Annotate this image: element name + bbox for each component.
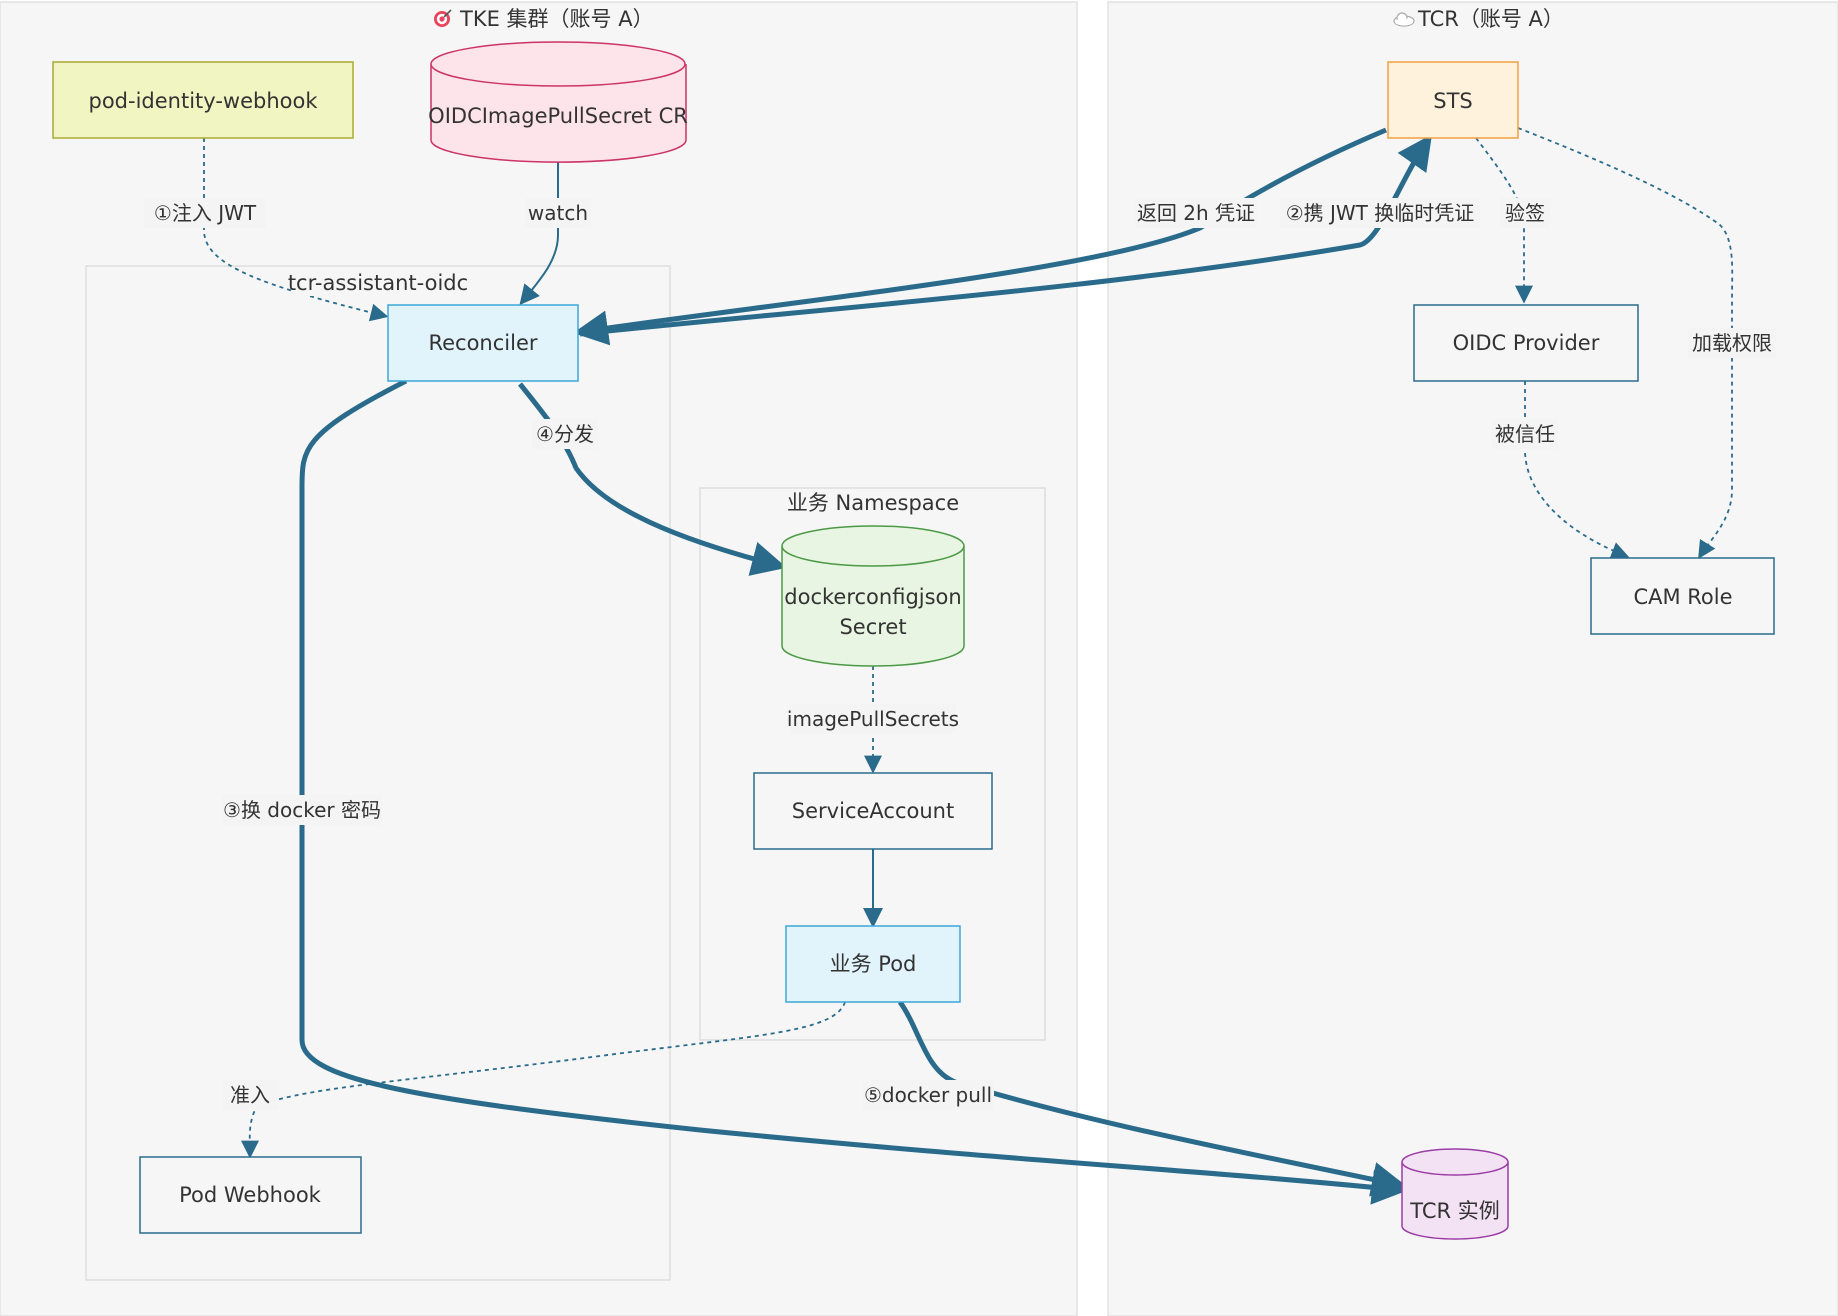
edge-label-exchange-docker-text: ③换 docker 密码 bbox=[223, 798, 381, 822]
cluster-tke-title: TKE 集群（账号 A） bbox=[459, 7, 654, 31]
edge-label-distribute-text: ④分发 bbox=[536, 422, 594, 446]
node-pod-webhook[interactable]: Pod Webhook bbox=[139, 1156, 362, 1234]
node-pod-webhook-label: Pod Webhook bbox=[179, 1183, 322, 1207]
edge-webhook-to-reconciler bbox=[203, 138, 389, 322]
edge-label-admission: 准入 bbox=[222, 1080, 278, 1110]
edge-label-load-perm-text: 加载权限 bbox=[1692, 331, 1772, 355]
edge-cr-to-reconciler bbox=[519, 162, 559, 306]
edge-label-inject-jwt-text: ①注入 JWT bbox=[154, 201, 257, 225]
cluster-oidc bbox=[85, 265, 671, 1281]
edge-label-watch: watch bbox=[525, 198, 591, 228]
edge-label-verify: 验签 bbox=[1500, 198, 1550, 228]
node-oidc-provider-label: OIDC Provider bbox=[1453, 331, 1600, 355]
edge-pod-to-tcr bbox=[897, 1000, 1407, 1197]
edge-label-docker-pull-text: ⑤docker pull bbox=[864, 1083, 992, 1107]
node-business-pod[interactable]: 业务 Pod bbox=[785, 925, 961, 1003]
edge-label-exchange-docker: ③换 docker 密码 bbox=[222, 795, 382, 825]
cloud-icon bbox=[1393, 12, 1415, 27]
edge-label-admission-text: 准入 bbox=[230, 1083, 270, 1107]
node-oidc-provider[interactable]: OIDC Provider bbox=[1413, 304, 1639, 382]
edge-pod-to-podwebhook bbox=[240, 1001, 846, 1159]
node-sts[interactable]: STS bbox=[1387, 61, 1519, 139]
cluster-namespace-title: 业务 Namespace bbox=[787, 491, 959, 515]
edge-label-trusted-text: 被信任 bbox=[1495, 422, 1555, 446]
node-secret-label-line1: dockerconfigjson bbox=[784, 585, 961, 609]
node-reconciler-label: Reconciler bbox=[428, 331, 537, 355]
edge-label-load-perm: 加载权限 bbox=[1688, 328, 1776, 358]
node-pod-identity-webhook-label: pod-identity-webhook bbox=[88, 89, 318, 113]
edge-sts-to-cam-role bbox=[1517, 127, 1734, 560]
node-secret-label-line2: Secret bbox=[839, 615, 906, 639]
node-reconciler[interactable]: Reconciler bbox=[387, 304, 579, 382]
edge-label-distribute: ④分发 bbox=[532, 419, 598, 449]
node-dockerconfigjson-secret[interactable]: dockerconfigjson Secret bbox=[781, 525, 965, 667]
edge-label-return-cred-text: 返回 2h 凭证 bbox=[1137, 201, 1255, 225]
edge-label-docker-pull: ⑤docker pull bbox=[862, 1080, 994, 1110]
cluster-oidc-title-group: tcr-assistant-oidc bbox=[288, 270, 468, 296]
edge-label-inject-jwt: ①注入 JWT bbox=[144, 198, 266, 228]
edge-label-exchange-jwt: ②携 JWT 换临时凭证 bbox=[1280, 198, 1480, 228]
edge-label-watch-text: watch bbox=[528, 201, 588, 225]
node-oidc-imagepullsecret-cr-label: OIDCImagePullSecret CR bbox=[428, 104, 688, 128]
node-serviceaccount-label: ServiceAccount bbox=[792, 799, 954, 823]
node-sts-label: STS bbox=[1433, 89, 1473, 113]
node-cam-role[interactable]: CAM Role bbox=[1590, 557, 1775, 635]
edge-label-image-pull-secrets-text: imagePullSecrets bbox=[787, 707, 959, 731]
target-icon bbox=[434, 9, 452, 27]
edge-sts-to-reconciler bbox=[573, 127, 1387, 346]
node-tcr-instance-label: TCR 实例 bbox=[1409, 1199, 1500, 1223]
edge-label-verify-text: 验签 bbox=[1505, 201, 1545, 225]
cluster-oidc-title: tcr-assistant-oidc bbox=[288, 271, 468, 295]
edge-oidc-provider-to-cam-role bbox=[1524, 381, 1630, 560]
node-pod-identity-webhook[interactable]: pod-identity-webhook bbox=[52, 61, 354, 139]
node-cam-role-label: CAM Role bbox=[1633, 585, 1732, 609]
node-tcr-instance[interactable]: TCR 实例 bbox=[1401, 1148, 1509, 1240]
edge-label-trusted: 被信任 bbox=[1492, 419, 1558, 449]
node-serviceaccount[interactable]: ServiceAccount bbox=[753, 772, 993, 850]
node-business-pod-label: 业务 Pod bbox=[830, 952, 917, 976]
edge-label-return-cred: 返回 2h 凭证 bbox=[1135, 198, 1257, 228]
edge-label-exchange-jwt-text: ②携 JWT 换临时凭证 bbox=[1286, 201, 1475, 225]
edge-reconciler-to-tcr bbox=[299, 378, 1407, 1205]
cluster-tcr-title: TCR（账号 A） bbox=[1417, 7, 1564, 31]
edge-reconciler-to-namespace-secret bbox=[518, 382, 787, 576]
node-oidc-imagepullsecret-cr[interactable]: OIDCImagePullSecret CR bbox=[428, 41, 688, 163]
edge-label-image-pull-secrets: imagePullSecrets bbox=[787, 704, 959, 734]
